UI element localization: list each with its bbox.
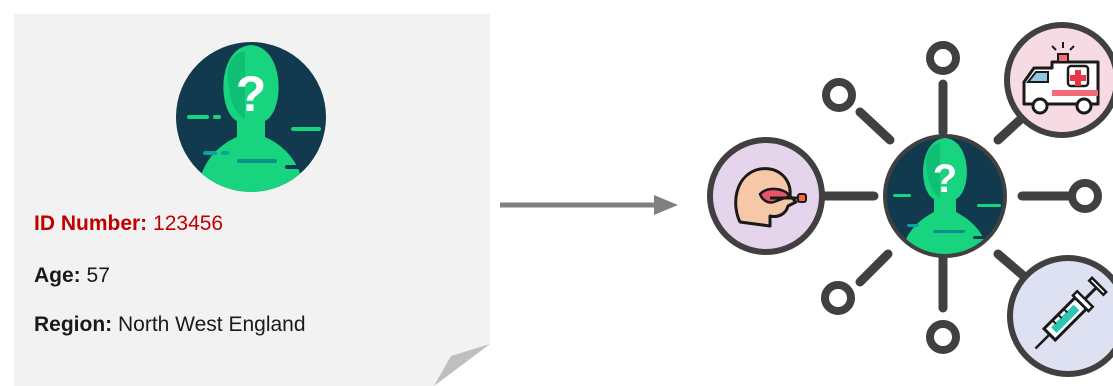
open-node-top-left [822,78,856,112]
open-node-bottom-left [821,281,855,315]
id-number-label: ID Number: [34,212,148,235]
page-curl [434,344,490,386]
center-anonymous-person-icon: ? [883,134,1007,258]
id-number-value: 123456 [153,212,224,235]
region-value: North West England [118,313,306,336]
open-link-nodes [821,41,1102,354]
age-value: 57 [86,264,110,287]
age-label: Age: [34,264,81,287]
connector-lines [820,79,1073,313]
card-background: ? [14,14,490,386]
anonymous-person-icon: ? [176,42,326,192]
id-number-field: ID Number: 123456 [34,212,223,236]
link-arrow [500,195,678,215]
region-label: Region: [34,313,113,336]
vaccine-syringe-icon [1007,255,1113,377]
svg-text:?: ? [236,66,267,122]
region-field: Region: North West England [34,313,306,337]
open-node-bottom [926,320,960,354]
age-field: Age: 57 [34,264,110,288]
covid-test-swab-icon [707,137,825,255]
ambulance-icon [1004,22,1113,138]
patient-card: ? ID Number: 123456 Age: 57 Region: Nort… [14,14,490,386]
open-node-top [926,41,960,75]
open-node-right [1068,179,1102,213]
svg-text:?: ? [933,157,957,201]
